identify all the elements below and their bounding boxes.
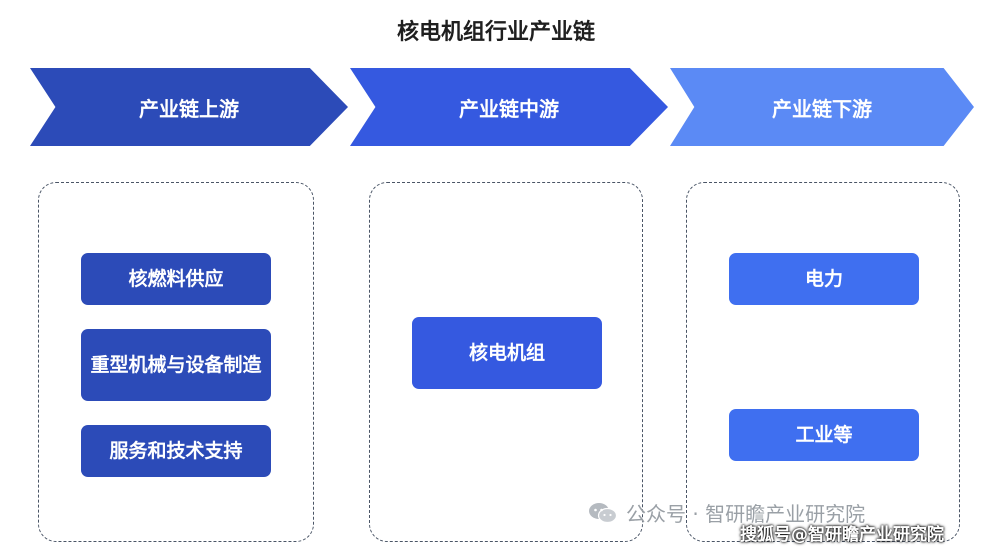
upstream-item-fuel: 核燃料供应	[81, 253, 271, 305]
downstream-panel: 电力 工业等	[686, 182, 960, 542]
midstream-panel: 核电机组	[369, 182, 643, 542]
downstream-item-industry: 工业等	[729, 409, 919, 461]
stage-midstream-label: 产业链中游	[459, 96, 559, 121]
stage-downstream-header: 产业链下游	[670, 68, 974, 146]
midstream-item-unit: 核电机组	[412, 317, 602, 389]
stage-upstream-label: 产业链上游	[139, 96, 239, 121]
downstream-item-power: 电力	[729, 253, 919, 305]
stage-downstream-label: 产业链下游	[772, 96, 872, 121]
upstream-item-machinery: 重型机械与设备制造	[81, 329, 271, 401]
watermark: 公众号 · 智研瞻产业研究院	[588, 498, 865, 527]
stage-upstream-header: 产业链上游	[30, 68, 348, 146]
stage-midstream-header: 产业链中游	[350, 68, 668, 146]
diagram-title: 核电机组行业产业链	[396, 20, 595, 45]
upstream-panel: 核燃料供应 重型机械与设备制造 服务和技术支持	[38, 182, 314, 542]
upstream-item-services: 服务和技术支持	[81, 425, 271, 477]
wechat-icon	[589, 502, 618, 523]
source-caption: 搜狐号@智研瞻产业研究院	[740, 525, 944, 545]
watermark-text: 公众号 · 智研瞻产业研究院	[626, 502, 866, 526]
